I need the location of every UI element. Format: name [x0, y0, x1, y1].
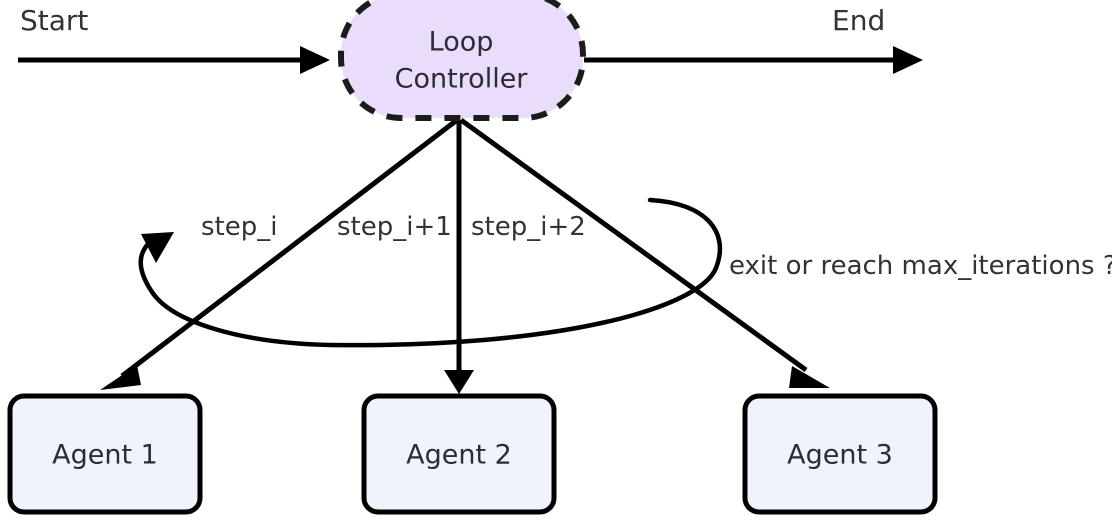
agent1-edge-line	[120, 118, 459, 378]
node-loop-controller[interactable]: Loop Controller	[338, 0, 586, 121]
node-agent-3[interactable]: Agent 3	[742, 393, 938, 515]
loop-controller-label-line1: Loop	[429, 27, 494, 58]
node-agent-2[interactable]: Agent 2	[361, 393, 557, 515]
loop-controller-shape[interactable]	[338, 0, 586, 121]
agent2-edge-arrowhead	[444, 370, 474, 394]
edge-label-step-i: step_i	[201, 212, 277, 242]
agent-2-shape[interactable]	[361, 393, 557, 515]
edge-controller-to-agent-3	[459, 117, 830, 388]
edge-label-step-i-plus-2: step_i+2	[471, 212, 586, 242]
agent3-edge-arrowhead	[789, 366, 830, 388]
agent-3-label: Agent 3	[787, 440, 893, 471]
feedback-loop-label: exit or reach max_iterations ?	[729, 251, 1112, 281]
feedback-loop-arrowhead	[141, 232, 174, 263]
agent3-edge-line	[459, 117, 808, 373]
start-edge-arrowhead	[300, 46, 330, 74]
edge-controller-to-agent-1	[100, 118, 459, 390]
loop-controller-label-line2: Controller	[395, 64, 529, 95]
edge-controller-to-end	[584, 46, 923, 74]
agent-1-label: Agent 1	[52, 440, 158, 471]
agent-3-shape[interactable]	[742, 393, 938, 515]
agent-2-label: Agent 2	[406, 440, 512, 471]
edge-start-to-controller	[18, 46, 330, 74]
feedback-loop-path	[138, 197, 723, 348]
edge-label-step-i-plus-1: step_i+1	[337, 212, 452, 242]
start-label: Start	[20, 4, 88, 37]
agent1-edge-arrowhead	[100, 365, 141, 390]
end-edge-arrowhead	[893, 46, 923, 74]
agent-1-shape[interactable]	[7, 393, 203, 515]
end-label: End	[832, 4, 885, 37]
edge-feedback-loop	[138, 197, 723, 348]
edge-controller-to-agent-2	[444, 120, 474, 394]
node-agent-1[interactable]: Agent 1	[7, 393, 203, 515]
